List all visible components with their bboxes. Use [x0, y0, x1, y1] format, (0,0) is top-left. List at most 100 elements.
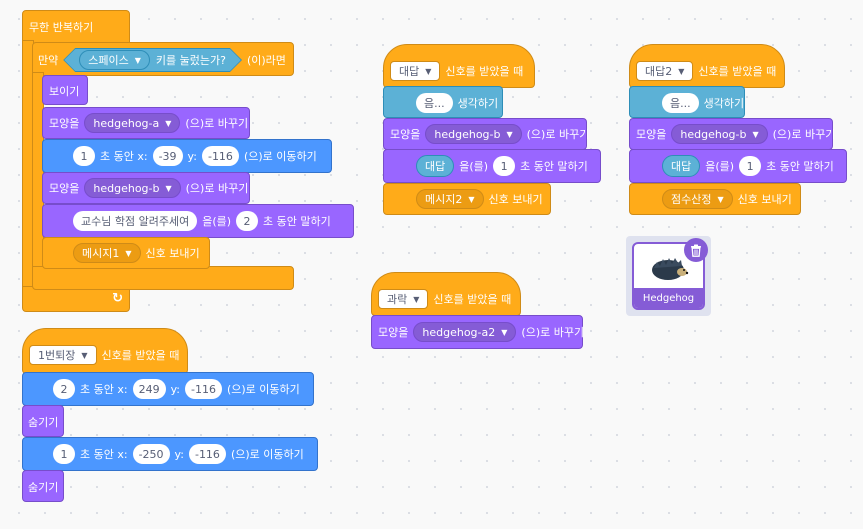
chevron-down-icon: ▼ [134, 55, 141, 65]
sprite-thumbnail[interactable]: Hedgehog [632, 242, 705, 310]
glide-y-label: y: [187, 149, 197, 163]
chevron-down-icon: ▼ [413, 294, 420, 304]
costume-dropdown[interactable]: hedgehog-b▼ [671, 124, 768, 144]
receive-message-label: 대답2 [645, 65, 673, 78]
switch-costume-suffix: (으)로 바꾸기 [526, 128, 590, 141]
broadcast-block[interactable]: 메시지1▼ 신호 보내기 [42, 237, 210, 269]
ask-text-input[interactable]: 음... [416, 93, 453, 113]
broadcast-suffix: 신호 보내기 [145, 247, 200, 260]
glide-suffix: (으)로 이동하기 [243, 150, 317, 163]
glide-secs-label: 초 동안 x: [80, 383, 128, 396]
sprite-name: Hedgehog [634, 288, 703, 308]
say-mid-label: 을(를) [202, 215, 232, 228]
glide-block[interactable]: 1 초 동안 x: -39 y: -116 (으)로 이동하기 [42, 139, 332, 173]
glide-secs-input[interactable]: 2 [53, 379, 75, 399]
broadcast-message-dropdown[interactable]: 점수산정 ▼ [662, 189, 733, 209]
switch-costume-block[interactable]: 모양을 hedgehog-b▼ (으)로 바꾸기 [42, 172, 250, 204]
say-suffix: 초 동안 말하기 [520, 160, 588, 173]
switch-costume-block[interactable]: 모양을 hedgehog-a▼ (으)로 바꾸기 [42, 107, 250, 139]
ask-text-input[interactable]: 음... [662, 93, 699, 113]
glide-suffix: (으)로 이동하기 [226, 383, 300, 396]
glide-y-input[interactable]: -116 [201, 146, 239, 166]
key-dropdown-label: 스페이스 [88, 54, 129, 67]
receive-message-dropdown[interactable]: 대답2▼ [636, 61, 694, 81]
chevron-down-icon: ▼ [506, 129, 513, 139]
glide-secs-input[interactable]: 1 [53, 444, 75, 464]
if-label: 만약 [38, 54, 59, 67]
answer-reporter[interactable]: 대답 [662, 155, 701, 177]
say-secs-input[interactable]: 2 [236, 211, 259, 231]
broadcast-message-label: 점수산정 [671, 193, 712, 206]
glide-y-input[interactable]: -116 [188, 444, 226, 464]
switch-costume-suffix: (으)로 바꾸기 [772, 128, 836, 141]
broadcast-message-dropdown[interactable]: 메시지1▼ [73, 243, 141, 263]
glide-suffix: (으)로 이동하기 [230, 448, 304, 461]
delete-sprite-button[interactable] [684, 238, 708, 262]
chevron-down-icon: ▼ [165, 118, 172, 128]
switch-costume-block[interactable]: 모양을 hedgehog-b▼ (으)로 바꾸기 [629, 118, 836, 150]
say-for-secs-block[interactable]: 대답 을(를) 1 초 동안 말하기 [629, 149, 847, 183]
forever-block-top[interactable]: 무한 반복하기 [22, 10, 130, 44]
glide-block[interactable]: 2 초 동안 x: 249 y: -116 (으)로 이동하기 [22, 372, 314, 406]
when-receive-suffix: 신호를 받았을 때 [698, 65, 777, 78]
key-dropdown[interactable]: 스페이스 ▼ [79, 50, 150, 70]
ask-and-wait-block[interactable]: 음... 생각하기 [629, 86, 745, 118]
glide-x-input[interactable]: 249 [132, 379, 166, 399]
glide-y-input[interactable]: -116 [185, 379, 222, 399]
costume-dropdown-label: hedgehog-b [93, 181, 160, 195]
answer-label: 대답 [671, 160, 692, 173]
answer-reporter[interactable]: 대답 [416, 155, 455, 177]
receive-message-dropdown[interactable]: 과락▼ [378, 289, 429, 309]
say-secs-input[interactable]: 1 [493, 156, 516, 176]
glide-block[interactable]: 1 초 동안 x: -250 y: -116 (으)로 이동하기 [22, 437, 318, 471]
broadcast-block[interactable]: 메시지2▼ 신호 보내기 [383, 183, 551, 215]
if-block-bottom[interactable] [32, 266, 294, 290]
when-receive-hat[interactable]: 대답2▼ 신호를 받았을 때 [629, 44, 785, 88]
hide-block[interactable]: 숨기기 [22, 470, 64, 502]
broadcast-suffix: 신호 보내기 [488, 193, 543, 206]
ask-suffix: 생각하기 [703, 97, 745, 110]
show-label: 보이기 [49, 85, 80, 98]
switch-costume-block[interactable]: 모양을 hedgehog-a2▼ (으)로 바꾸기 [371, 315, 584, 349]
show-block[interactable]: 보이기 [42, 75, 88, 105]
costume-dropdown[interactable]: hedgehog-a▼ [84, 113, 181, 133]
glide-x-input[interactable]: -250 [132, 444, 170, 464]
chevron-down-icon: ▼ [752, 129, 759, 139]
switch-costume-block[interactable]: 모양을 hedgehog-b ▼ (으)로 바꾸기 [383, 118, 590, 150]
say-mid-label: 을(를) [459, 160, 489, 173]
costume-dropdown[interactable]: hedgehog-a2▼ [413, 322, 517, 342]
chevron-down-icon: ▼ [717, 194, 724, 204]
switch-costume-prefix: 모양을 [636, 128, 667, 141]
when-receive-hat[interactable]: 1번퇴장▼ 신호를 받았을 때 [22, 328, 188, 374]
broadcast-block[interactable]: 점수산정▼ 신호 보내기 [629, 183, 801, 215]
costume-dropdown-label: hedgehog-b [434, 127, 501, 141]
receive-message-dropdown[interactable]: 대답▼ [390, 61, 441, 81]
when-receive-suffix: 신호를 받았을 때 [433, 293, 512, 306]
hide-block[interactable]: 숨기기 [22, 405, 64, 437]
broadcast-message-dropdown[interactable]: 메시지2▼ [416, 189, 484, 209]
repeat-arrow-icon: ↻ [112, 291, 123, 306]
ask-and-wait-block[interactable]: 음... 생각하기 [383, 86, 503, 118]
receive-message-label: 1번퇴장 [38, 349, 76, 362]
then-label: (이)라면 [246, 54, 286, 67]
hedgehog-icon [652, 258, 689, 280]
key-pressed-boolean[interactable]: 스페이스 ▼ 키를 눌렀는가? [63, 48, 242, 72]
switch-costume-suffix: (으)로 바꾸기 [185, 182, 249, 195]
costume-dropdown[interactable]: hedgehog-b ▼ [425, 124, 522, 144]
say-for-secs-block[interactable]: 대답 을(를) 1 초 동안 말하기 [383, 149, 601, 183]
say-text-input[interactable]: 교수님 학점 알려주세여 [73, 211, 198, 231]
receive-message-dropdown[interactable]: 1번퇴장 ▼ [29, 345, 97, 365]
costume-dropdown[interactable]: hedgehog-b▼ [84, 178, 181, 198]
glide-x-input[interactable]: -39 [152, 146, 183, 166]
when-receive-hat[interactable]: 대답▼ 신호를 받았을 때 [383, 44, 535, 88]
glide-secs-input[interactable]: 1 [73, 146, 95, 166]
when-receive-hat[interactable]: 과락▼ 신호를 받았을 때 [371, 272, 521, 316]
answer-label: 대답 [425, 160, 446, 173]
if-block-top[interactable]: 만약 스페이스 ▼ 키를 눌렀는가? (이)라면 [32, 42, 294, 76]
say-secs-input[interactable]: 1 [739, 156, 762, 176]
key-pressed-label: 키를 눌렀는가? [155, 54, 226, 67]
chevron-down-icon: ▼ [81, 350, 88, 360]
switch-costume-prefix: 모양을 [390, 128, 421, 141]
forever-block-bottom[interactable]: ↻ [22, 286, 130, 312]
say-for-secs-block[interactable]: 교수님 학점 알려주세여 을(를) 2 초 동안 말하기 [42, 204, 354, 238]
